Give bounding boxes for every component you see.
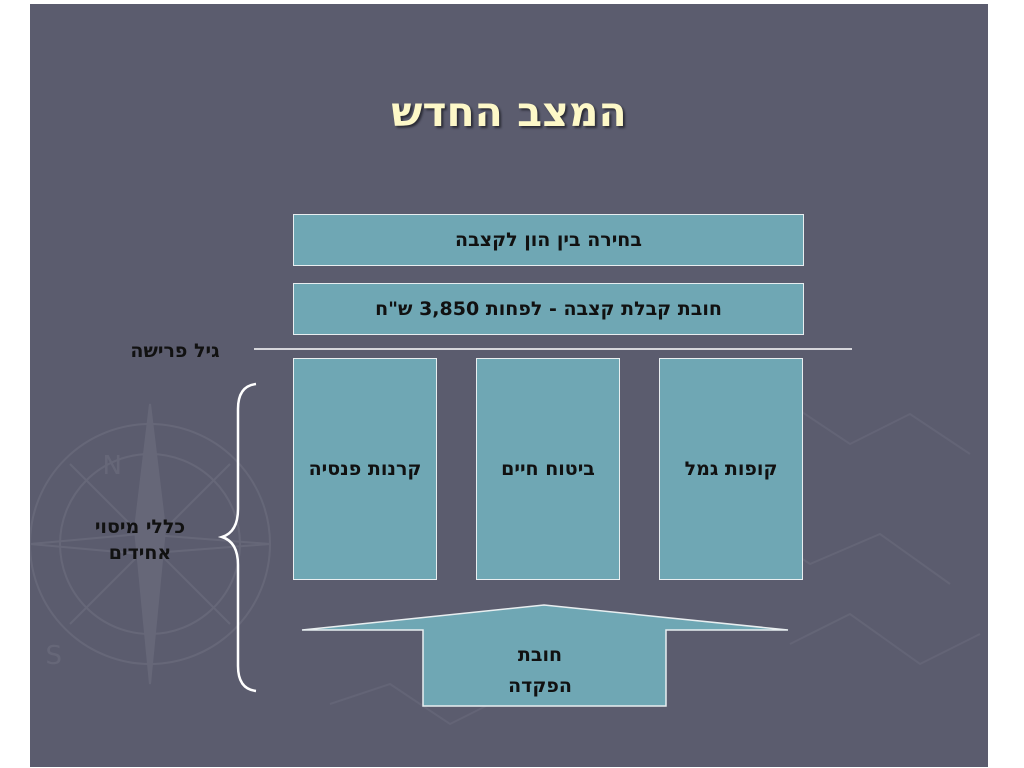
uniform-tax-rules-line2: אחידים (108, 542, 172, 564)
retirement-age-label: גיל פרישה (130, 340, 220, 362)
uniform-tax-rules-label: כללי מיסוי אחידים (70, 514, 210, 566)
svg-text:N: N (103, 451, 122, 481)
slide: N S המצב החדש בחירה בין הון לקצבה חובת ק… (30, 4, 988, 767)
mandatory-deposit-line1: חובת (517, 644, 563, 666)
capital-or-annuity-box: בחירה בין הון לקצבה (293, 214, 804, 266)
pension-funds-box: קרנות פנסיה (293, 358, 437, 580)
life-insurance-box: ביטוח חיים (476, 358, 620, 580)
decor-layer: N S (30, 348, 981, 726)
compass-rose-watermark-icon: N S (30, 403, 271, 685)
provident-funds-box: קופות גמל (659, 358, 803, 580)
mandatory-deposit-line2: הפקדה (508, 675, 572, 697)
curly-brace-icon (217, 382, 257, 693)
deposit-arrow-shape (301, 604, 789, 707)
uniform-tax-rules-line1: כללי מיסוי (94, 516, 186, 538)
mandatory-annuity-box: חובת קבלת קצבה - לפחות 3,850 ש"ח (293, 283, 804, 335)
mandatory-deposit-label: חובת הפקדה (450, 640, 630, 702)
svg-text:S: S (45, 641, 62, 671)
slide-title: המצב החדש (391, 88, 627, 136)
